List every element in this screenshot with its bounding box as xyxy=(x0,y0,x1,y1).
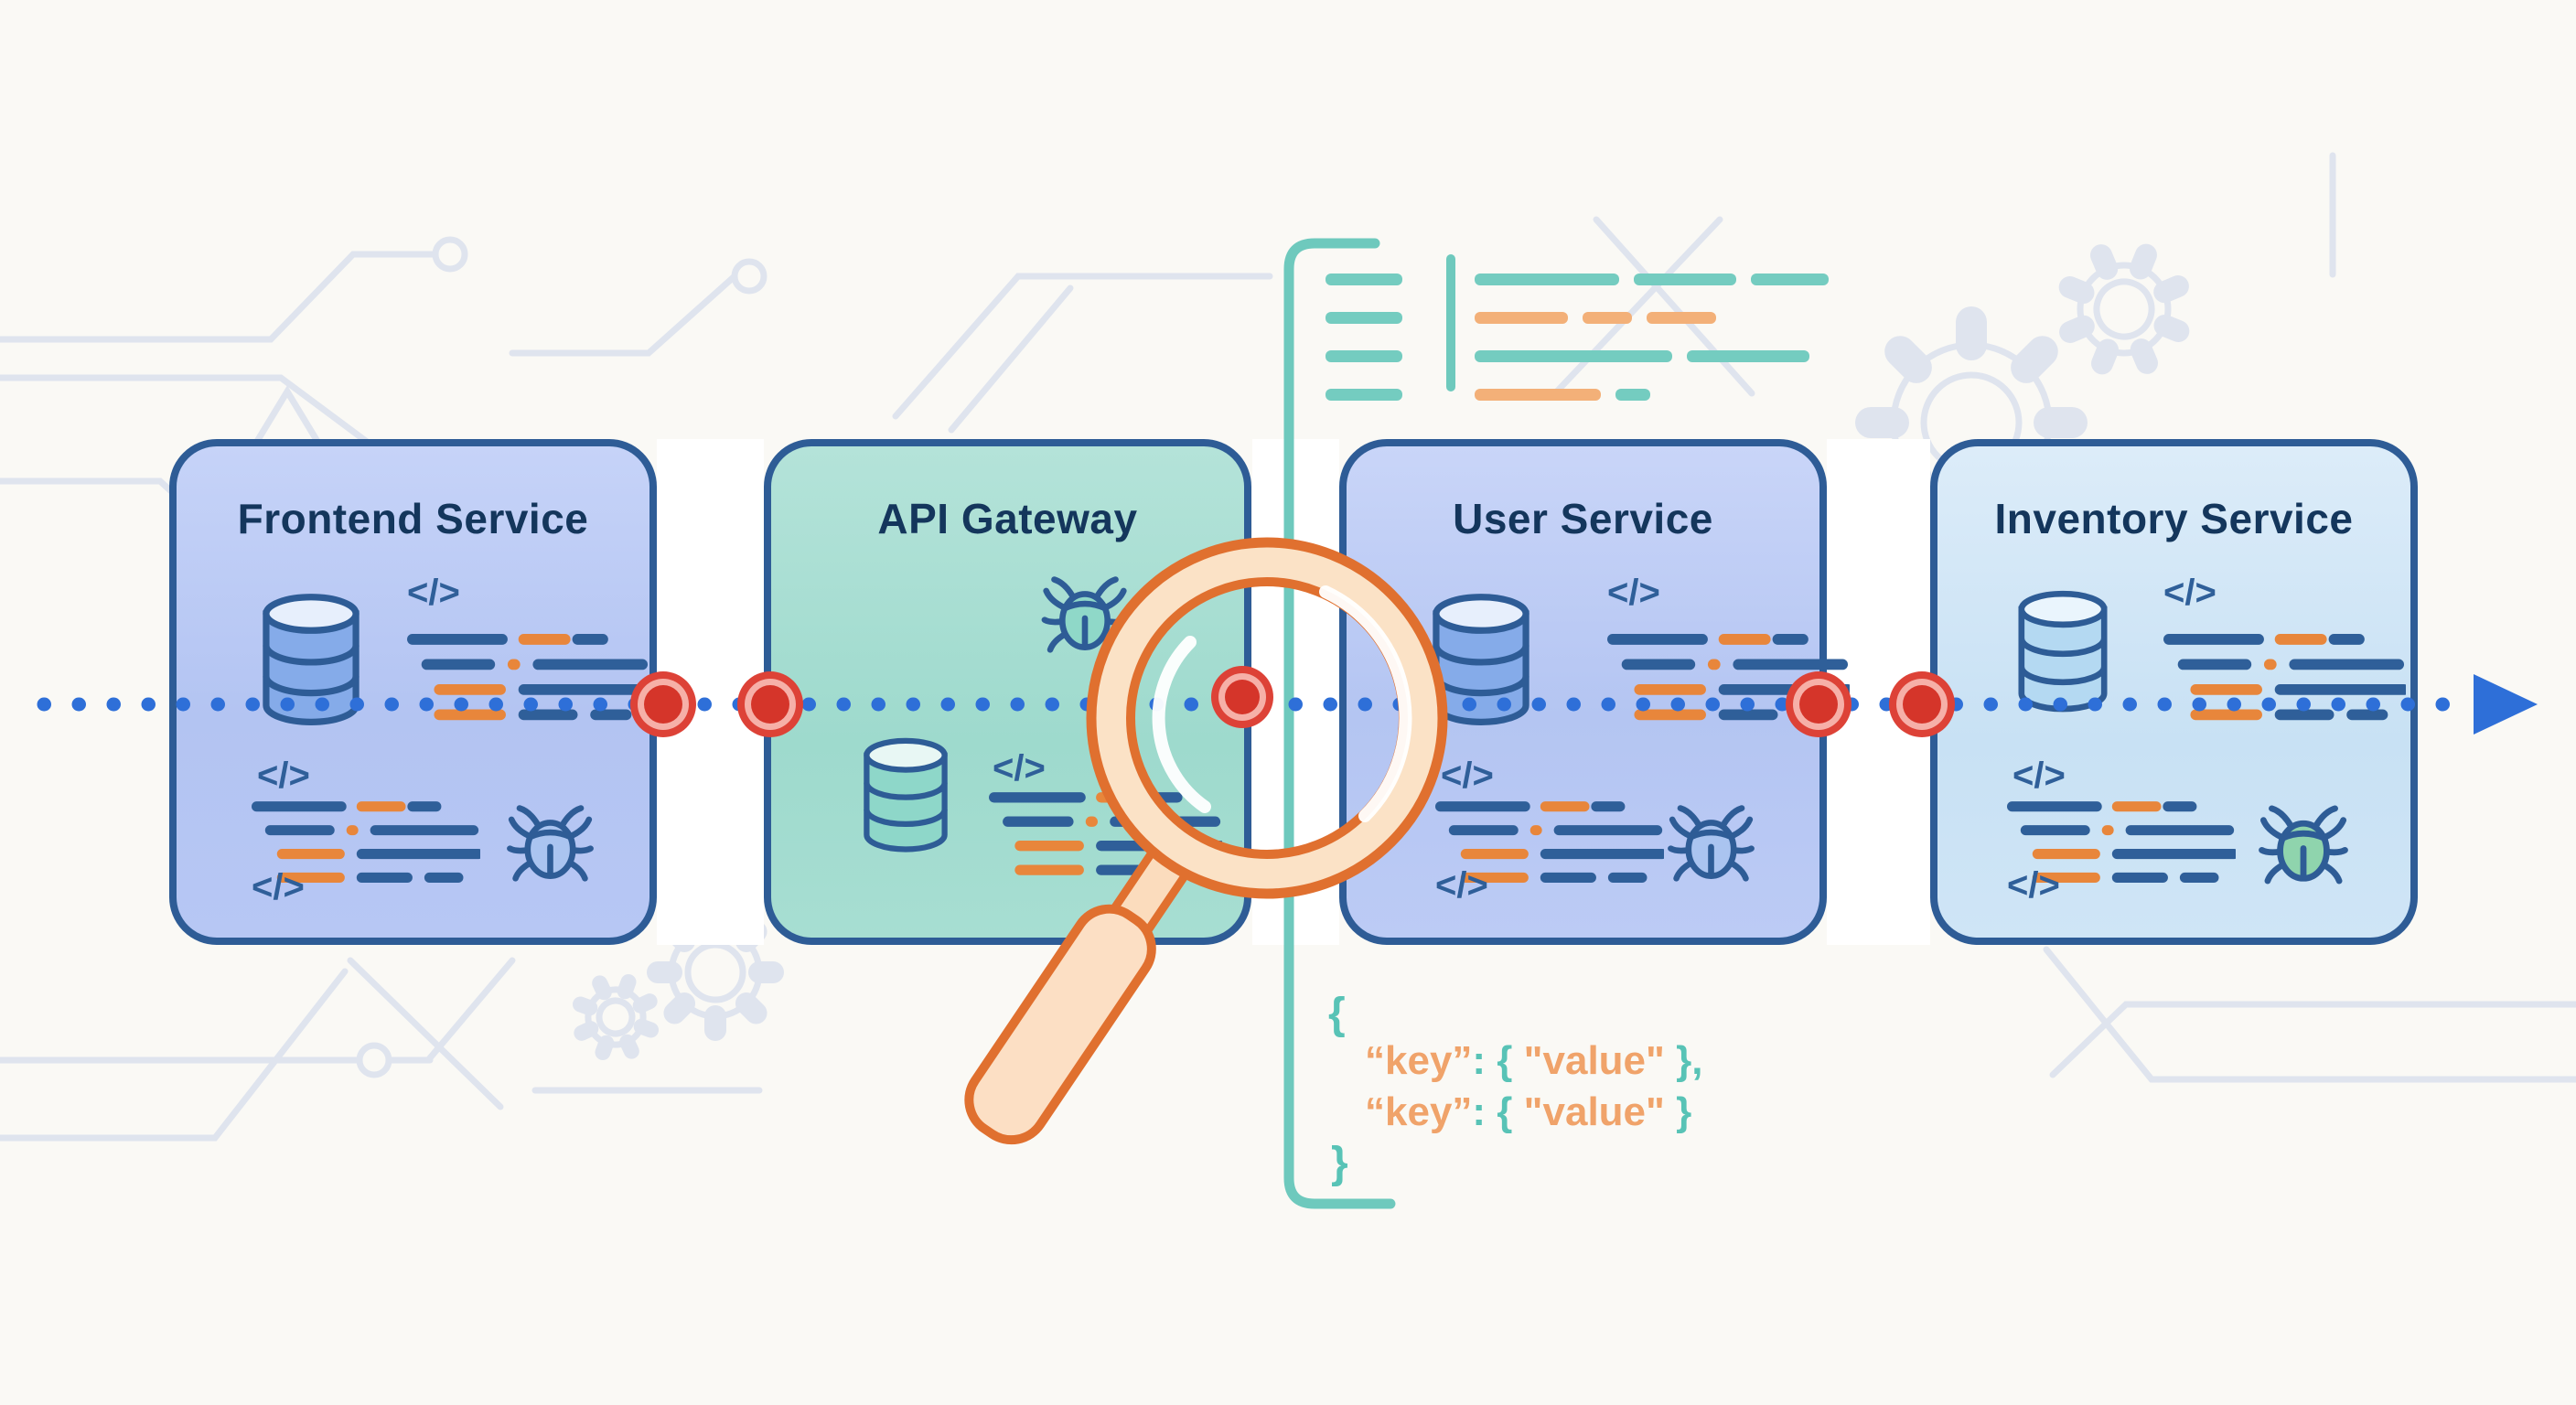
circuit-line xyxy=(0,251,437,343)
snippet-value: "value" xyxy=(1523,1089,1665,1134)
code-tag-icon: </> xyxy=(252,867,305,907)
snippet-key: “key” xyxy=(1365,1038,1473,1083)
snippet-line: “key”: { "value" }, xyxy=(1365,1041,1702,1081)
magnifier-ring-outer xyxy=(1086,537,1448,899)
snippet-brace-open: { xyxy=(1328,990,1346,1038)
snippet-key: “key” xyxy=(1365,1089,1473,1134)
trace-dot xyxy=(737,671,803,737)
code-panel-lines xyxy=(1326,273,1829,401)
code-tag-icon: </> xyxy=(1607,573,1660,613)
service-title: Inventory Service xyxy=(1994,495,2354,542)
circuit-node xyxy=(432,236,468,273)
code-tag-icon: </> xyxy=(257,756,310,796)
trace-dot xyxy=(1211,666,1273,728)
trace-dot xyxy=(1889,671,1955,737)
trace-dots xyxy=(630,666,1955,737)
service-title: User Service xyxy=(1453,495,1713,542)
magnifier-handle xyxy=(964,838,1196,1145)
service-title: API Gateway xyxy=(877,495,1138,542)
circuit-node xyxy=(731,258,767,295)
service-box-frontend: Frontend Service </> </> </> xyxy=(169,439,657,945)
code-tag-icon: </> xyxy=(1435,865,1488,906)
magnifier-glare xyxy=(1152,585,1412,822)
service-title: Frontend Service xyxy=(237,495,589,542)
snippet-value: "value" xyxy=(1523,1038,1665,1083)
code-tag-icon: </> xyxy=(2012,756,2066,796)
code-tag-icon: </> xyxy=(2007,865,2060,906)
snippet-brace-close: } xyxy=(1331,1139,1348,1187)
snippet-punct: : { xyxy=(1472,1089,1524,1134)
code-tag-icon: </> xyxy=(2163,573,2216,613)
code-tag-icon: </> xyxy=(407,573,460,613)
gear-icon xyxy=(572,973,660,1061)
snippet-punct: } xyxy=(1664,1089,1692,1134)
code-tag-icon: </> xyxy=(1441,756,1494,796)
trace-arrow-icon xyxy=(2474,674,2538,735)
code-panel-bracket xyxy=(1283,238,1396,1209)
magnifier-ring-band xyxy=(1093,544,1441,892)
trace-dot xyxy=(1786,671,1852,737)
snippet-punct: }, xyxy=(1664,1038,1703,1083)
code-tag-icon: </> xyxy=(993,748,1046,788)
service-box-inventory: Inventory Service </> </> </> xyxy=(1930,439,2418,945)
snippet-line: “key”: { "value" } xyxy=(1365,1092,1691,1132)
snippet-punct: : { xyxy=(1472,1038,1524,1083)
gear-icon xyxy=(2058,243,2190,375)
trace-dot xyxy=(630,671,696,737)
